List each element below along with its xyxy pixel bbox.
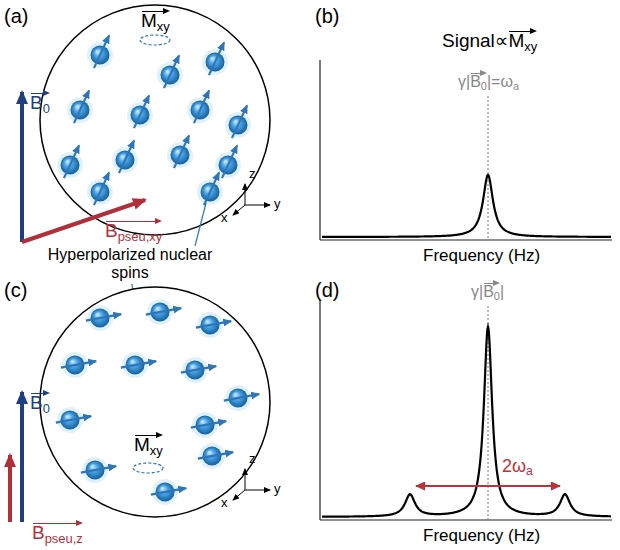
leader-line: [195, 203, 206, 246]
spin-arrow: [74, 90, 89, 123]
axis-label: z: [249, 166, 256, 182]
spin-arrow: [181, 366, 216, 372]
vector-symbol: Bpseu,z: [32, 522, 83, 546]
spin-arrow: [222, 145, 237, 178]
spin-arrow: [191, 421, 226, 427]
axis-label: x: [221, 210, 228, 226]
frequency-label: γ|B0|: [471, 282, 504, 303]
vector-symbol: B0: [470, 72, 487, 93]
spin-arrow: [81, 466, 116, 472]
vector-symbol: Mxy: [508, 30, 537, 54]
axis-title: Frequency (Hz): [423, 246, 540, 266]
spin-arrow: [146, 308, 181, 314]
vector-symbol: B0: [30, 392, 50, 416]
vector-symbol: Mxy: [141, 10, 170, 34]
subscript: pseu,xy: [118, 229, 162, 244]
spin-arrow: [196, 321, 231, 327]
callout-label: Hyperpolarized nuclear spins: [45, 246, 215, 281]
magnetization-label: Mxy: [141, 10, 170, 34]
subscript: a: [513, 80, 519, 92]
field-label: B0: [30, 392, 50, 416]
panel-letter: (d): [315, 278, 339, 302]
plot-axes: [320, 300, 612, 520]
subscript: 0: [494, 290, 500, 302]
spin-arrow: [204, 172, 219, 205]
spin-arrow: [198, 452, 233, 458]
spin-arrow: [224, 394, 259, 400]
sample-sphere: [40, 5, 270, 235]
spin-arrow: [151, 488, 186, 494]
spins: [56, 299, 259, 505]
axis-label: z: [249, 451, 256, 467]
vector-symbol: Bpseu,xy: [105, 220, 162, 244]
spin-arrow: [61, 361, 96, 367]
magnetization-label: Mxy: [134, 434, 163, 458]
spins: [57, 35, 251, 205]
subscript: 0: [43, 101, 50, 116]
spin-arrow: [232, 105, 247, 138]
plot-axes: [320, 60, 612, 240]
axis-title: Frequency (Hz): [423, 526, 540, 546]
spin-arrow: [94, 35, 109, 68]
panel-letter: (c): [4, 278, 27, 302]
spin-arrow: [134, 95, 149, 128]
axis-label: y: [274, 481, 281, 497]
axes: [233, 184, 270, 215]
spin-arrow: [119, 140, 134, 173]
panel-letter: (a): [4, 4, 28, 28]
subscript: xy: [524, 39, 537, 54]
subscript: a: [526, 464, 533, 478]
field-label: B0: [30, 92, 50, 116]
subscript: 0: [481, 80, 487, 92]
axes: [233, 469, 270, 500]
splitting-arrow: [416, 485, 560, 487]
frequency-label: γ|B0|=ωa: [458, 72, 519, 93]
spectrum: [322, 327, 611, 517]
spin-arrow: [56, 416, 91, 422]
spin-arrow: [64, 145, 79, 178]
precession-ellipse: [140, 35, 170, 45]
spin-arrow: [164, 55, 179, 88]
panel-letter: (b): [315, 4, 339, 28]
field-arrow: [20, 92, 24, 242]
plot-title: Signal∝Mxy: [442, 30, 537, 54]
spin-arrow: [194, 90, 209, 123]
spin-arrow: [86, 314, 121, 320]
sample-sphere: [40, 287, 270, 517]
spin-arrow: [209, 42, 224, 75]
pseudo-field-label: Bpseu,z: [32, 522, 83, 546]
spin-arrow: [94, 172, 109, 205]
axis-label: x: [221, 495, 228, 511]
resonance-line: [488, 96, 489, 240]
vector-symbol: B0: [483, 282, 500, 303]
subscript: xy: [157, 19, 170, 34]
spin-arrow: [121, 361, 156, 367]
subscript: 0: [43, 401, 50, 416]
spectrum: [322, 175, 611, 237]
precession-ellipse: [133, 463, 163, 473]
subscript: xy: [150, 443, 163, 458]
subscript: pseu,z: [45, 531, 83, 546]
vector-symbol: B0: [30, 92, 50, 116]
vector-symbol: Mxy: [134, 434, 163, 458]
spin-arrow: [174, 135, 189, 168]
pseudo-field-label: Bpseu,xy: [105, 220, 162, 244]
pseudo-field-arrow: [8, 455, 12, 522]
axis-label: y: [274, 196, 281, 212]
splitting-label: 2ωa: [502, 456, 533, 479]
field-arrow: [20, 392, 24, 522]
